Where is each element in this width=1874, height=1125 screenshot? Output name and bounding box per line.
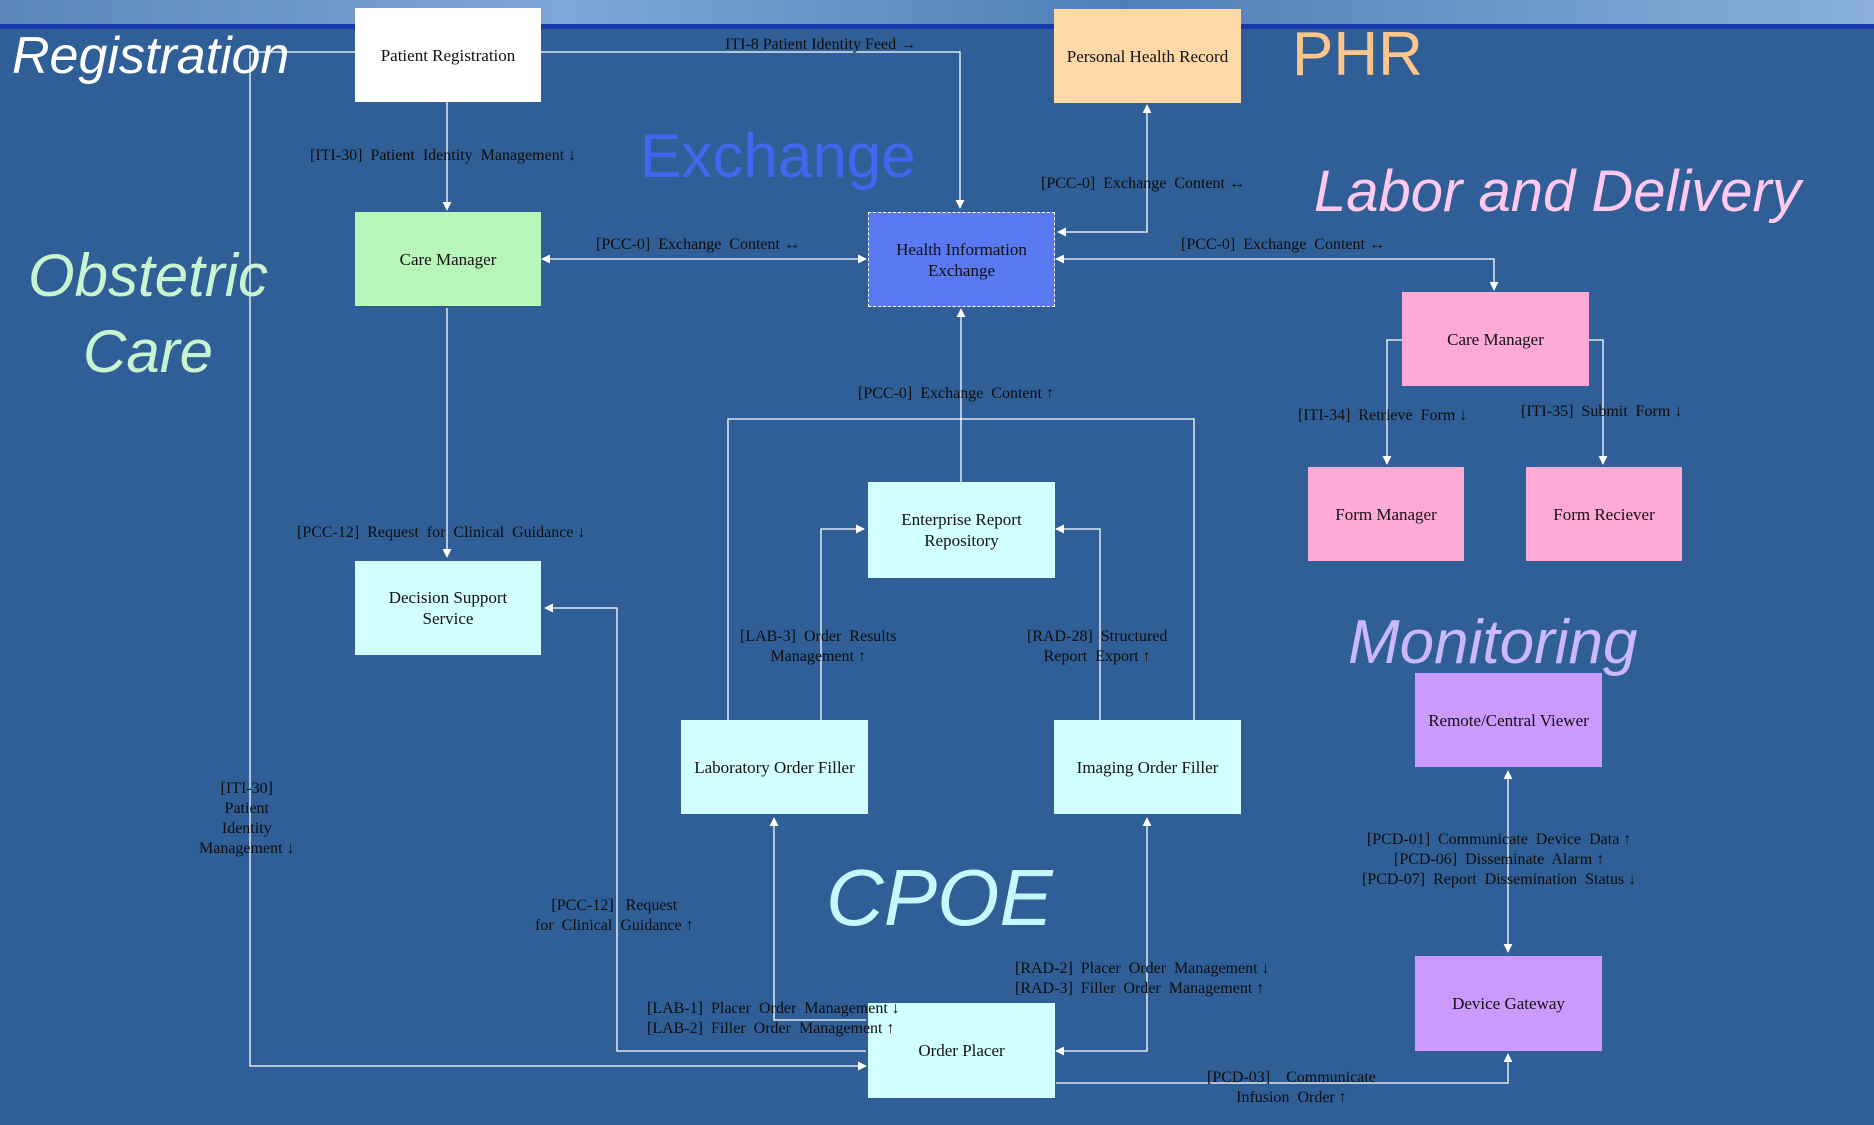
section-title-registration: Registration: [12, 27, 290, 85]
section-title-monitoring: Monitoring: [1348, 608, 1638, 677]
transaction-pcc12-up: [PCC-12] Request for Clinical Guidance ↑: [535, 897, 694, 934]
header-divider: [0, 24, 1874, 29]
wire-pcc12-up: [544, 603, 866, 1052]
wire-rad28: [1055, 524, 1101, 720]
remote-central-viewer-box: Remote/Central Viewer: [1415, 673, 1602, 767]
section-title-exchange: Exchange: [640, 122, 916, 191]
transaction-pcc0-phr: [PCC-0] Exchange Content ↔: [1041, 175, 1245, 192]
wire-pcd03: [1056, 1053, 1513, 1084]
care-manager-labor-box: Care Manager: [1402, 292, 1589, 386]
form-receiver-box: Form Reciever: [1526, 467, 1682, 561]
enterprise-report-repository-box: Enterprise Report Repository: [868, 482, 1055, 578]
form-manager-box: Form Manager: [1308, 467, 1464, 561]
transaction-lab3: [LAB-3] Order Results Management ↑: [740, 628, 897, 665]
wire-cpoe-frame: [727, 418, 1195, 720]
section-title-obstetric: Obstetric Care: [28, 238, 268, 390]
wire-iti30-left: [249, 51, 867, 1071]
header-banner: [0, 0, 1874, 26]
transaction-iti34: [ITI-34] Retrieve Form ↓: [1298, 407, 1468, 424]
transaction-pcc0-labor: [PCC-0] Exchange Content ↔: [1181, 236, 1385, 253]
transaction-iti8: ITI-8 Patient Identity Feed →: [725, 36, 917, 53]
health-information-exchange-box: Health Information Exchange: [868, 212, 1055, 307]
transaction-iti35: [ITI-35] Submit Form ↓: [1521, 403, 1683, 420]
wire-pcc0-phr: [1057, 104, 1152, 237]
wire-lab-orders: [769, 817, 866, 1021]
transaction-pcc0-care-manager: [PCC-0] Exchange Content ↔: [596, 236, 800, 253]
transaction-pcd-group: [PCD-01] Communicate Device Data ↑ [PCD-…: [1362, 831, 1637, 888]
hie-label: Health Information Exchange: [896, 239, 1027, 280]
section-title-cpoe: CPOE: [826, 853, 1053, 942]
patient-registration-box: Patient Registration: [355, 8, 541, 102]
decision-support-service-label: Decision Support Service: [388, 588, 508, 628]
section-title-labor-delivery: Labor and Delivery: [1314, 159, 1801, 224]
section-title-obstetric-line2: Care: [83, 318, 214, 385]
transaction-rad28: [RAD-28] Structured Report Export ↑: [1027, 628, 1168, 665]
wire-pcc0-ld: [1055, 254, 1499, 291]
wire-iti35: [1588, 339, 1608, 465]
section-title-phr: PHR: [1292, 20, 1423, 89]
enterprise-report-repository-label: Enterprise Report Repository: [901, 510, 1022, 550]
care-manager-obstetric-box: Care Manager: [355, 212, 541, 306]
laboratory-order-filler-box: Laboratory Order Filler: [681, 720, 868, 814]
transaction-pcd03: [PCD-03] Communicate Infusion Order ↑: [1207, 1069, 1376, 1106]
decision-support-service-box: Decision Support Service: [355, 561, 541, 655]
transaction-iti30-top: [ITI-30] Patient Identity Management ↓: [310, 147, 577, 164]
transaction-lab-group: [LAB-1] Placer Order Management ↓ [LAB-2…: [647, 1000, 900, 1037]
transaction-pcc0-up: [PCC-0] Exchange Content ↑: [858, 385, 1054, 402]
imaging-order-filler-box: Imaging Order Filler: [1054, 720, 1241, 814]
transaction-pcc12-down: [PCC-12] Request for Clinical Guidance ↓: [297, 524, 586, 541]
transaction-rad-group: [RAD-2] Placer Order Management ↓ [RAD-3…: [1015, 960, 1270, 997]
wire-lab3: [820, 524, 865, 720]
wire-iti34: [1382, 339, 1404, 465]
device-gateway-box: Device Gateway: [1415, 956, 1602, 1051]
transaction-iti30-left: [ITI-30] Patient Identity Management ↓: [199, 780, 295, 857]
wire-rad-orders: [1055, 817, 1152, 1056]
section-title-obstetric-line1: Obstetric: [28, 242, 269, 309]
order-placer-box: Order Placer: [868, 1003, 1055, 1098]
phr-box: Personal Health Record: [1054, 9, 1241, 103]
wire-iti8: [540, 51, 965, 209]
